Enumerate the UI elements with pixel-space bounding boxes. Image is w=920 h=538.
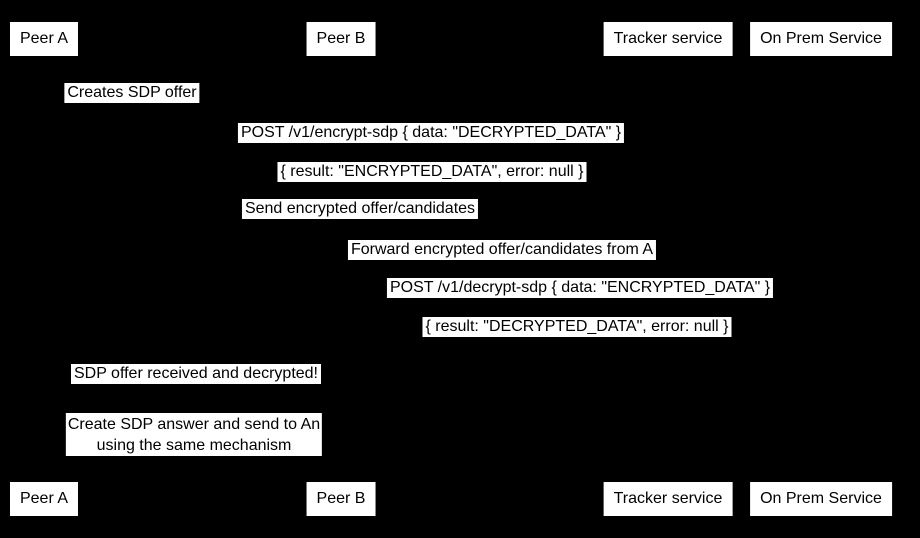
msg-post-encrypt-sdp: POST /v1/encrypt-sdp { data: "DECRYPTED_… [237, 123, 625, 143]
actor-on-prem-service-bottom: On Prem Service [750, 482, 892, 516]
msg-sdp-offer-received: SDP offer received and decrypted! [71, 364, 321, 384]
msg-send-encrypted-offer: Send encrypted offer/candidates [241, 199, 479, 219]
actor-peer-b-bottom: Peer B [306, 482, 376, 516]
actor-tracker-service-bottom: Tracker service [603, 482, 733, 516]
msg-encrypt-result: { result: "ENCRYPTED_DATA", error: null … [277, 162, 587, 182]
note-line-1: Create SDP answer and send to An [67, 415, 321, 433]
msg-decrypt-result: { result: "DECRYPTED_DATA", error: null … [422, 317, 732, 337]
note-line-2: using the same mechanism [96, 436, 292, 454]
msg-post-decrypt-sdp: POST /v1/decrypt-sdp { data: "ENCRYPTED_… [386, 278, 774, 298]
actor-tracker-service-top: Tracker service [603, 22, 733, 56]
msg-forward-encrypted-offer: Forward encrypted offer/candidates from … [347, 240, 657, 260]
actor-on-prem-service-top: On Prem Service [750, 22, 892, 56]
actor-peer-b-top: Peer B [306, 22, 376, 56]
msg-creates-sdp-offer: Creates SDP offer [64, 83, 200, 103]
actor-peer-a-top: Peer A [9, 22, 79, 56]
note-create-sdp-answer: Create SDP answer and send to An using t… [65, 413, 323, 456]
actor-peer-a-bottom: Peer A [9, 482, 79, 516]
